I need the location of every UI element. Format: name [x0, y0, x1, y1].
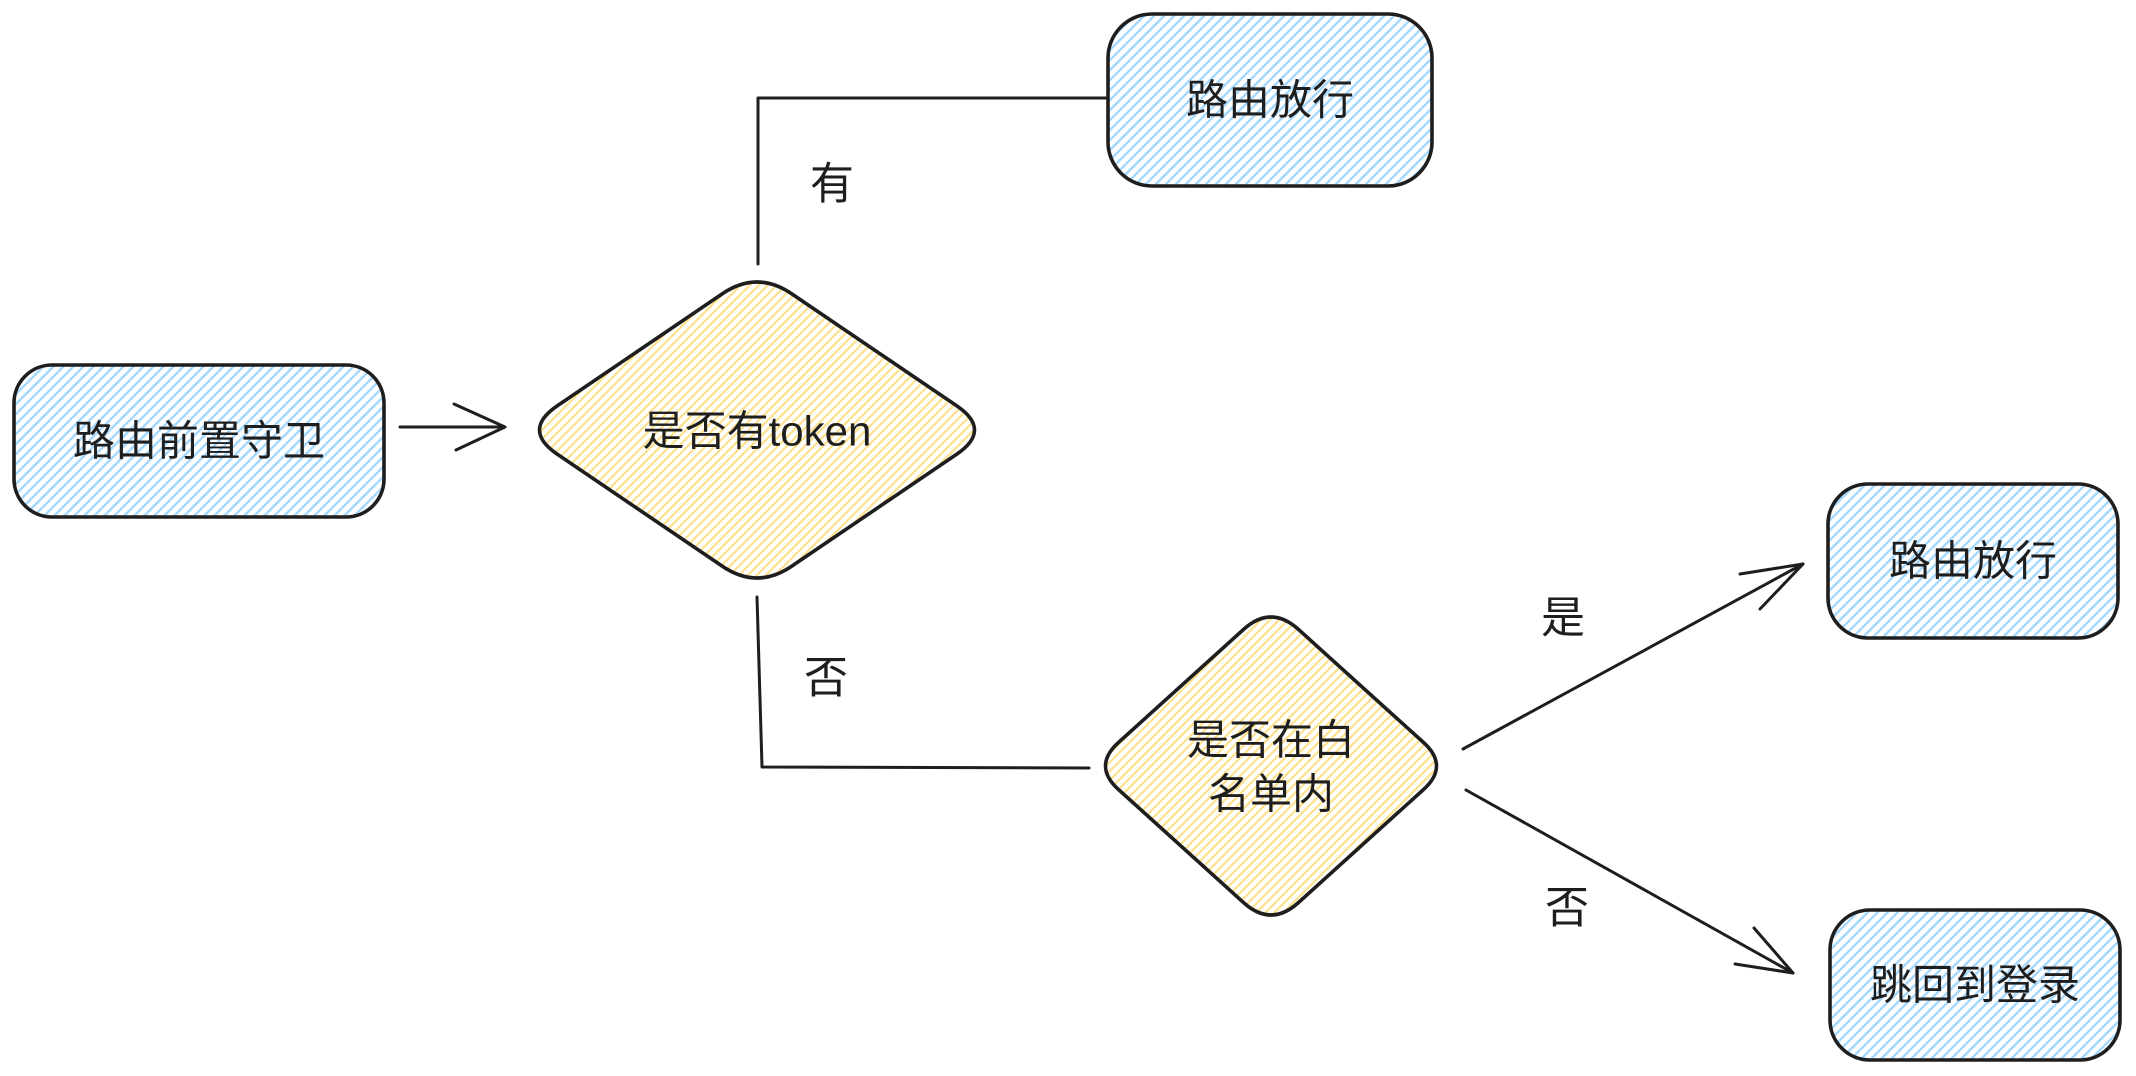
edge-whitelist-no-label: 否 [1545, 884, 1589, 933]
node-has-token[interactable]: 是否有token [537, 280, 977, 580]
node-route-guard-label: 路由前置守卫 [73, 418, 325, 465]
node-back-to-login-label: 跳回到登录 [1870, 962, 2080, 1009]
node-pass-top-label: 路由放行 [1186, 77, 1354, 124]
edge-whitelist-yes-label: 是 [1541, 594, 1585, 643]
node-pass-right-label: 路由放行 [1889, 538, 2057, 585]
node-in-whitelist-label-line1: 是否在白 [1187, 717, 1355, 764]
node-has-token-label: 是否有token [643, 408, 872, 455]
edge-token-yes: 有 [756, 96, 1110, 266]
edge-whitelist-no: 否 [1464, 788, 1795, 975]
node-route-guard-shape[interactable] [12, 363, 386, 519]
node-back-to-login-shape[interactable] [1828, 908, 2122, 1062]
node-pass-top-shape[interactable] [1106, 12, 1434, 188]
edge-token-no-label: 否 [804, 654, 848, 703]
node-in-whitelist-shape[interactable] [1103, 615, 1439, 917]
node-in-whitelist[interactable]: 是否在白 名单内 [1103, 615, 1439, 917]
edge-token-no: 否 [755, 595, 1091, 770]
edge-token-no-line [755, 595, 1091, 770]
edge-guard-to-token [398, 402, 507, 452]
edge-whitelist-yes-arrowhead [1738, 562, 1805, 611]
node-pass-right[interactable]: 路由放行 [1826, 482, 2120, 640]
edge-whitelist-yes-line [1461, 562, 1805, 751]
edge-whitelist-yes: 是 [1461, 562, 1805, 751]
edge-token-yes-line [756, 96, 1110, 266]
edge-whitelist-no-arrowhead [1733, 926, 1795, 975]
edge-token-yes-label: 有 [810, 160, 854, 209]
node-pass-right-shape[interactable] [1826, 482, 2120, 640]
node-back-to-login[interactable]: 跳回到登录 [1828, 908, 2122, 1062]
node-has-token-shape[interactable] [537, 280, 977, 580]
node-route-guard[interactable]: 路由前置守卫 [12, 363, 386, 519]
edge-guard-to-token-arrowhead [452, 402, 507, 452]
edge-whitelist-no-line [1464, 788, 1795, 975]
node-pass-top[interactable]: 路由放行 [1106, 12, 1434, 188]
node-in-whitelist-label-line2: 名单内 [1208, 771, 1334, 818]
